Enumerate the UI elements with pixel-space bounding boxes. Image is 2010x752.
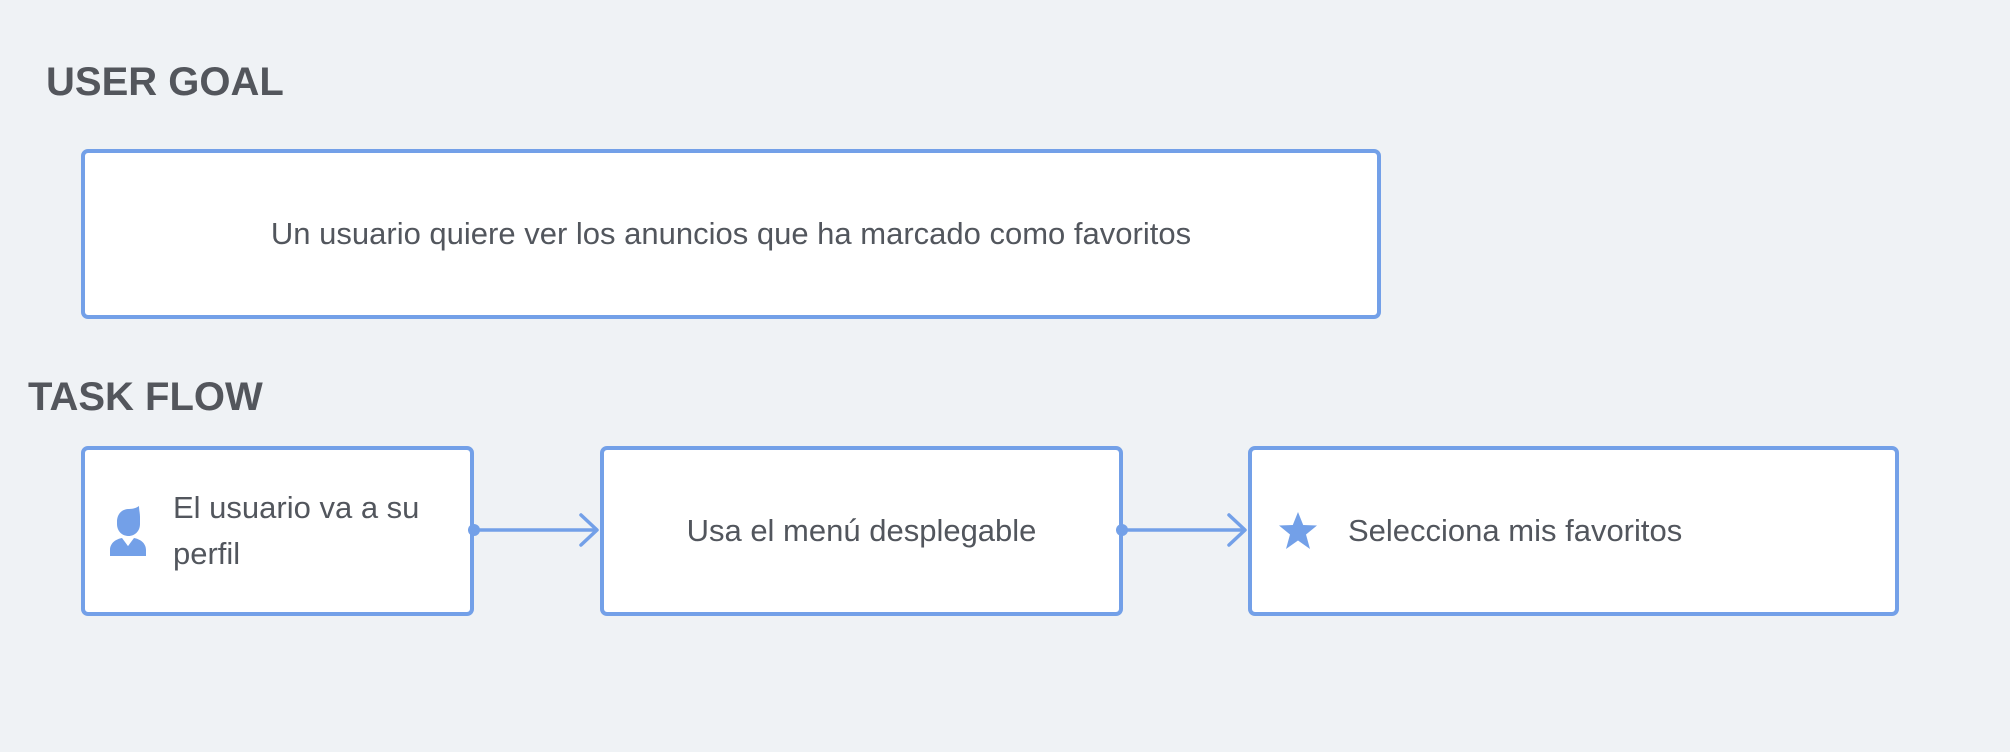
task-step-2-label: Usa el menú desplegable (686, 513, 1037, 548)
user-goal-heading: USER GOAL (46, 60, 284, 104)
user-icon (109, 506, 147, 556)
user-goal-box: Un usuario quiere ver los anuncios que h… (81, 149, 1381, 319)
task-step-1-label: El usuario va a su perfil (173, 490, 420, 571)
flow-arrow-1 (468, 513, 599, 547)
user-goal-text: Un usuario quiere ver los anuncios que h… (270, 216, 1192, 251)
task-step-3-label: Selecciona mis favoritos (1348, 513, 1683, 548)
star-icon (1278, 511, 1318, 551)
task-step-2: Usa el menú desplegable (600, 446, 1123, 616)
task-step-3: Selecciona mis favoritos (1248, 446, 1899, 616)
flow-arrow-2 (1116, 513, 1247, 547)
task-flow-heading: TASK FLOW (28, 375, 263, 419)
task-step-1: El usuario va a su perfil (81, 446, 474, 616)
